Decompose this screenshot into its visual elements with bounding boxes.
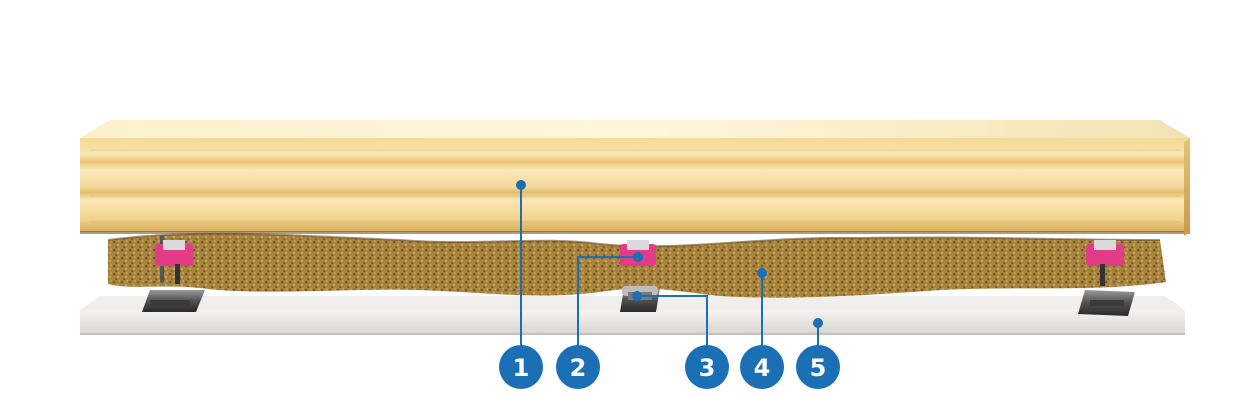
rail-right [1078, 290, 1135, 316]
svg-text:3: 3 [699, 354, 716, 382]
callout-2: 2 [556, 345, 600, 389]
leader-2 [577, 256, 638, 345]
anchor-dots [516, 180, 823, 328]
clip-right [1086, 240, 1124, 286]
svg-text:1: 1 [513, 354, 530, 382]
rail-left [142, 290, 205, 312]
callout-3: 3 [685, 345, 729, 389]
svg-text:5: 5 [810, 354, 827, 382]
callout-5: 5 [796, 345, 840, 389]
leader-lines [520, 185, 819, 345]
wood-panel [80, 120, 1190, 236]
callout-badges: 1 2 3 4 5 [499, 345, 840, 389]
callout-4: 4 [740, 345, 784, 389]
svg-text:4: 4 [754, 354, 771, 382]
clip-left [155, 236, 193, 284]
svg-text:2: 2 [570, 354, 587, 382]
base-board [80, 296, 1185, 335]
leader-3 [637, 295, 708, 345]
callout-1: 1 [499, 345, 543, 389]
